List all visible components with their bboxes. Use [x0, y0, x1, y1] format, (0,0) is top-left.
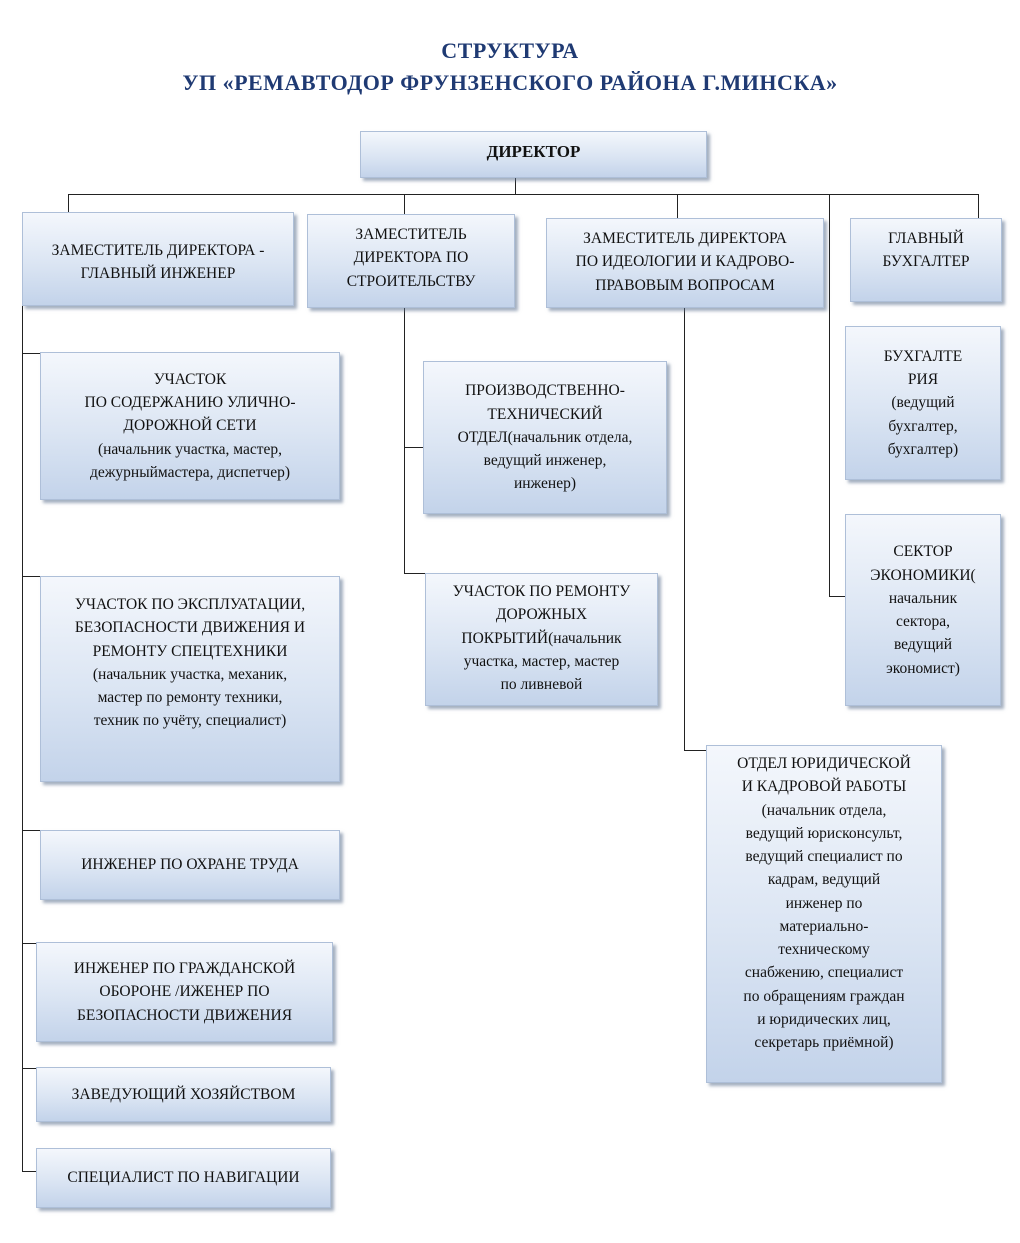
chart-title-line1: СТРУКТУРА	[441, 38, 579, 63]
accounting-label: БУХГАЛТЕ РИЯ (ведущий бухгалтер, бухгалт…	[883, 347, 963, 458]
director-box: ДИРЕКТОР	[360, 131, 707, 178]
household-label: ЗАВЕДУЮЩИЙ ХОЗЯЙСТВОМ	[71, 1085, 296, 1103]
top-bus-line	[68, 194, 978, 195]
pto-box: ПРОИЗВОДСТВЕННО- ТЕХНИЧЕСКИЙ ОТДЕЛ(начал…	[423, 361, 667, 514]
stub-economics	[829, 596, 845, 597]
engineer-spine	[22, 306, 23, 1172]
legal-hr-label: ОТДЕЛ ЮРИДИЧЕСКОЙ И КАДРОВОЙ РАБОТЫ (нач…	[737, 755, 911, 1051]
economics-box: СЕКТОР ЭКОНОМИКИ( начальник сектора, вед…	[845, 514, 1001, 706]
road-repair-label: УЧАСТОК ПО РЕМОНТУ ДОРОЖНЫХ ПОКРЫТИЙ(нач…	[452, 583, 631, 693]
stub-pto	[404, 447, 423, 448]
chief-accountant-box: ГЛАВНЫЙ БУХГАЛТЕР	[850, 218, 1002, 302]
road-repair-box: УЧАСТОК ПО РЕМОНТУ ДОРОЖНЫХ ПОКРЫТИЙ(нач…	[425, 573, 658, 706]
chart-title-line2: УП «РЕМАВТОДОР ФРУНЗЕНСКОГО РАЙОНА Г.МИН…	[182, 70, 838, 95]
stub-civil-defense	[22, 943, 36, 944]
director-label: ДИРЕКТОР	[486, 141, 581, 161]
navigation-label: СПЕЦИАЛИСТ ПО НАВИГАЦИИ	[67, 1169, 300, 1187]
labor-safety-box: ИНЖЕНЕР ПО ОХРАНЕ ТРУДА	[40, 830, 340, 900]
stub-road-repair	[404, 573, 425, 574]
director-connector	[515, 178, 516, 194]
road-network-unit-label: УЧАСТОК ПО СОДЕРЖАНИЮ УЛИЧНО- ДОРОЖНОЙ С…	[84, 370, 296, 481]
stub-operation	[22, 576, 40, 577]
stub-legal-hr	[684, 750, 706, 751]
stub-road-network	[22, 353, 40, 354]
economics-label: СЕКТОР ЭКОНОМИКИ( начальник сектора, вед…	[870, 543, 976, 677]
deputy-construction-box: ЗАМЕСТИТЕЛЬ ДИРЕКТОРА ПО СТРОИТЕЛЬСТВУ	[307, 214, 515, 308]
drop-chief-engineer	[68, 194, 69, 212]
drop-construction	[404, 194, 405, 214]
household-box: ЗАВЕДУЮЩИЙ ХОЗЯЙСТВОМ	[36, 1067, 331, 1122]
chief-accountant-label: ГЛАВНЫЙ БУХГАЛТЕР	[882, 230, 970, 271]
labor-safety-label: ИНЖЕНЕР ПО ОХРАНЕ ТРУДА	[81, 856, 299, 874]
accounting-branch-line	[829, 194, 830, 596]
navigation-box: СПЕЦИАЛИСТ ПО НАВИГАЦИИ	[36, 1148, 331, 1208]
deputy-chief-engineer-label: ЗАМЕСТИТЕЛЬ ДИРЕКТОРА - ГЛАВНЫЙ ИНЖЕНЕР	[51, 242, 265, 283]
operation-unit-label: УЧАСТОК ПО ЭКСПЛУАТАЦИИ, БЕЗОПАСНОСТИ ДВ…	[74, 596, 306, 730]
deputy-ideology-box: ЗАМЕСТИТЕЛЬ ДИРЕКТОРА ПО ИДЕОЛОГИИ И КАД…	[546, 218, 824, 308]
deputy-ideology-label: ЗАМЕСТИТЕЛЬ ДИРЕКТОРА ПО ИДЕОЛОГИИ И КАД…	[575, 230, 795, 294]
road-network-unit-box: УЧАСТОК ПО СОДЕРЖАНИЮ УЛИЧНО- ДОРОЖНОЙ С…	[40, 352, 340, 500]
drop-ideology	[677, 194, 678, 218]
accounting-box: БУХГАЛТЕ РИЯ (ведущий бухгалтер, бухгалт…	[845, 326, 1001, 480]
legal-hr-box: ОТДЕЛ ЮРИДИЧЕСКОЙ И КАДРОВОЙ РАБОТЫ (нач…	[706, 745, 942, 1083]
construction-spine	[404, 308, 405, 573]
civil-defense-label: ИНЖЕНЕР ПО ГРАЖДАНСКОЙ ОБОРОНЕ /ИЖЕНЕР П…	[73, 960, 296, 1024]
ideology-spine	[684, 308, 685, 750]
stub-navigation	[22, 1171, 36, 1172]
pto-label: ПРОИЗВОДСТВЕННО- ТЕХНИЧЕСКИЙ ОТДЕЛ(начал…	[457, 382, 633, 493]
deputy-chief-engineer-box: ЗАМЕСТИТЕЛЬ ДИРЕКТОРА - ГЛАВНЫЙ ИНЖЕНЕР	[22, 212, 294, 306]
stub-household	[22, 1068, 36, 1069]
stub-labor-safety	[22, 830, 40, 831]
civil-defense-box: ИНЖЕНЕР ПО ГРАЖДАНСКОЙ ОБОРОНЕ /ИЖЕНЕР П…	[36, 942, 333, 1042]
operation-unit-box: УЧАСТОК ПО ЭКСПЛУАТАЦИИ, БЕЗОПАСНОСТИ ДВ…	[40, 576, 340, 782]
deputy-construction-label: ЗАМЕСТИТЕЛЬ ДИРЕКТОРА ПО СТРОИТЕЛЬСТВУ	[346, 226, 476, 290]
drop-accountant	[978, 194, 979, 218]
